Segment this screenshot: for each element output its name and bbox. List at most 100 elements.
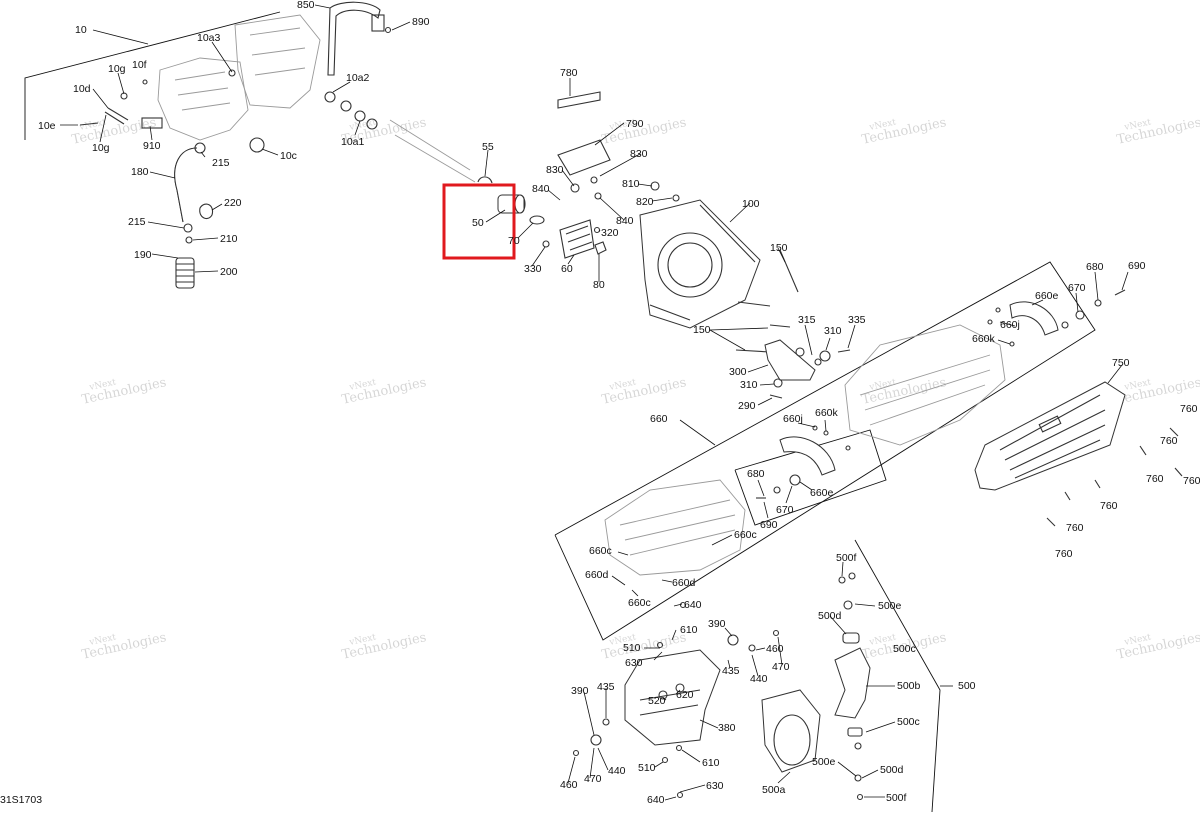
callout-label: 810: [622, 178, 640, 190]
callout-label: 670: [1068, 282, 1086, 294]
watermark-layer: vNext Technologies vNext Technologies vN…: [70, 115, 1200, 663]
callout-label: 100: [742, 198, 760, 210]
svg-text:Technologies: Technologies: [1115, 115, 1200, 148]
callout-label: 630: [625, 657, 643, 669]
callout-label: 310: [824, 325, 842, 337]
callout-label: 610: [702, 757, 720, 769]
callout-label: 790: [626, 118, 644, 130]
svg-text:Technologies: Technologies: [80, 630, 167, 663]
callout-label: 10g: [92, 142, 110, 154]
engine-outline-lower: [604, 479, 746, 576]
callout-label: 380: [718, 722, 736, 734]
heat-shield-parts: [756, 289, 1126, 499]
callout-label: 330: [524, 263, 542, 275]
engine-outline-left: [157, 14, 476, 183]
callout-label: 660: [650, 413, 668, 425]
highlight-box: [442, 183, 516, 260]
callout-label: 500f: [836, 552, 857, 564]
callout-label: 500d: [818, 610, 842, 622]
reference-code: 31S1703: [0, 794, 42, 806]
svg-text:Technologies: Technologies: [80, 375, 167, 408]
callout-label: 750: [1112, 357, 1130, 369]
callout-label: 690: [760, 519, 778, 531]
callout-label: 760: [1160, 435, 1178, 447]
callout-label: 890: [412, 16, 430, 28]
callout-label: 660d: [585, 569, 609, 581]
callout-label: 220: [224, 197, 242, 209]
callout-label: 500b: [897, 680, 921, 692]
callout-label: 610: [680, 624, 698, 636]
callout-label: 680: [1086, 261, 1104, 273]
callout-label: 10f: [132, 59, 147, 71]
callout-label: 470: [772, 661, 790, 673]
watermark: vNext Technologies: [600, 375, 687, 408]
callout-label: 80: [593, 279, 605, 291]
callout-label: 215: [212, 157, 230, 169]
callout-label: 10a1: [341, 136, 365, 148]
callout-label: 470: [584, 773, 602, 785]
callout-label: 60: [561, 263, 573, 275]
callout-label: 760: [1180, 403, 1198, 415]
exhaust-manifold-parts: [572, 572, 871, 801]
callout-label: 660d: [672, 577, 696, 589]
watermark: vNext Technologies: [80, 375, 167, 408]
callout-label: 760: [1146, 473, 1164, 485]
svg-text:Technologies: Technologies: [1115, 630, 1200, 663]
svg-text:Technologies: Technologies: [340, 630, 427, 663]
callout-label: 10: [75, 24, 87, 36]
callout-label: 660k: [815, 407, 839, 419]
callout-label: 510: [623, 642, 641, 654]
callout-label: 440: [608, 765, 626, 777]
callout-label: 660c: [734, 529, 757, 541]
callout-label: 660j: [1000, 319, 1020, 331]
callout-label: 150: [770, 242, 788, 254]
callout-label: 690: [1128, 260, 1146, 272]
watermark: vNext Technologies: [80, 630, 167, 663]
callout-label: 840: [532, 183, 550, 195]
callout-label: 760: [1066, 522, 1084, 534]
callout-label: 910: [143, 140, 161, 152]
callout-label: 180: [131, 166, 149, 178]
callout-label: 780: [560, 67, 578, 79]
callout-label: 210: [220, 233, 238, 245]
engine-outline-right: [844, 324, 1006, 446]
callout-label: 680: [747, 468, 765, 480]
coupler-parts: [477, 91, 680, 259]
callout-label: 520: [648, 695, 666, 707]
callout-label: 440: [750, 673, 768, 685]
callout-label: 335: [848, 314, 866, 326]
callout-label: 500e: [878, 600, 902, 612]
callout-label: 300: [729, 366, 747, 378]
support-arm-parts: [735, 249, 851, 399]
callout-label: 500c: [897, 716, 920, 728]
watermark: vNext Technologies: [1115, 630, 1200, 663]
callout-label: 640: [647, 794, 665, 806]
callout-label: 500e: [812, 756, 836, 768]
callout-label: 660j: [783, 413, 803, 425]
callout-label: 820: [636, 196, 654, 208]
callout-label: 660e: [1035, 290, 1059, 302]
callout-label: 500c: [893, 643, 916, 655]
callout-label: 150: [693, 324, 711, 336]
callout-label: 10a3: [197, 32, 221, 44]
callout-label: 390: [571, 685, 589, 697]
callout-labels: 10 10a3 10g 10f 10d 10e 10g 910 215 10c …: [38, 0, 1200, 806]
callout-label: 630: [706, 780, 724, 792]
oil-hose-parts: [174, 142, 214, 289]
callout-label: 500a: [762, 784, 786, 796]
callout-label: 310: [740, 379, 758, 391]
callout-label: 660k: [972, 333, 996, 345]
watermark: vNext Technologies: [340, 630, 427, 663]
group-brackets: [24, 11, 1096, 813]
callout-label: 500: [958, 680, 976, 692]
callout-label: 290: [738, 400, 756, 412]
callout-label: 10d: [73, 83, 91, 95]
callout-label: 660c: [628, 597, 651, 609]
callout-label: 840: [616, 215, 634, 227]
watermark: vNext Technologies: [1115, 115, 1200, 148]
svg-text:Technologies: Technologies: [860, 115, 947, 148]
callout-label: 760: [1183, 475, 1200, 487]
svg-text:Technologies: Technologies: [340, 375, 427, 408]
callout-label: 320: [601, 227, 619, 239]
